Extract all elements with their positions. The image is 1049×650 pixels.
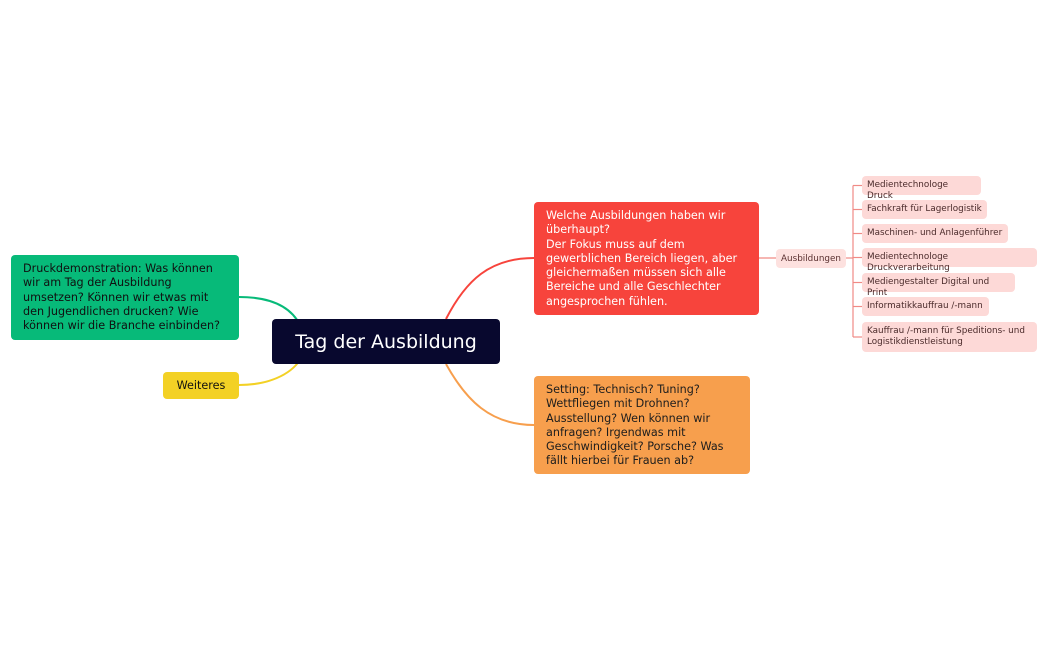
topic-text: Welche Ausbildungen haben wir überhaupt?… [546,209,738,308]
topic-ausbildungen-question[interactable]: Welche Ausbildungen haben wir überhaupt?… [534,202,759,315]
leaf-ausbildung[interactable]: Informatikkauffrau /-mann [862,297,989,316]
connector-root-red [445,257,535,320]
central-topic-label: Tag der Ausbildung [295,330,477,353]
topic-text: Druckdemonstration: Was können wir am Ta… [23,262,220,333]
leaf-connectors [846,184,862,338]
topic-text: Weiteres [176,379,226,392]
leaf-ausbildung[interactable]: Medientechnologe Druckverarbeitung [862,248,1037,273]
leaf-ausbildung[interactable]: Mediengestalter Digital und Print [862,273,1015,298]
central-topic[interactable]: Tag der Ausbildung [272,319,500,364]
leaf-ausbildung[interactable]: Kauffrau /-mann für Speditions- und Logi… [862,322,1037,352]
topic-setting[interactable]: Setting: Technisch? Tuning? Wettfliegen … [534,376,750,474]
leaf-ausbildung[interactable]: Maschinen- und Anlagenführer [862,224,1008,243]
leaf-ausbildung[interactable]: Medientechnologe Druck [862,176,981,201]
subtopic-text: Ausbildungen [781,253,841,264]
connector-root-orange [445,363,535,426]
connector-root-yellow [238,359,301,386]
topic-druckdemonstration[interactable]: Druckdemonstration: Was können wir am Ta… [11,255,239,340]
topic-text: Setting: Technisch? Tuning? Wettfliegen … [546,383,724,468]
subtopic-ausbildungen[interactable]: Ausbildungen [776,249,846,268]
topic-weiteres[interactable]: Weiteres [163,372,239,399]
leaf-ausbildung[interactable]: Fachkraft für Lagerlogistik [862,200,987,219]
